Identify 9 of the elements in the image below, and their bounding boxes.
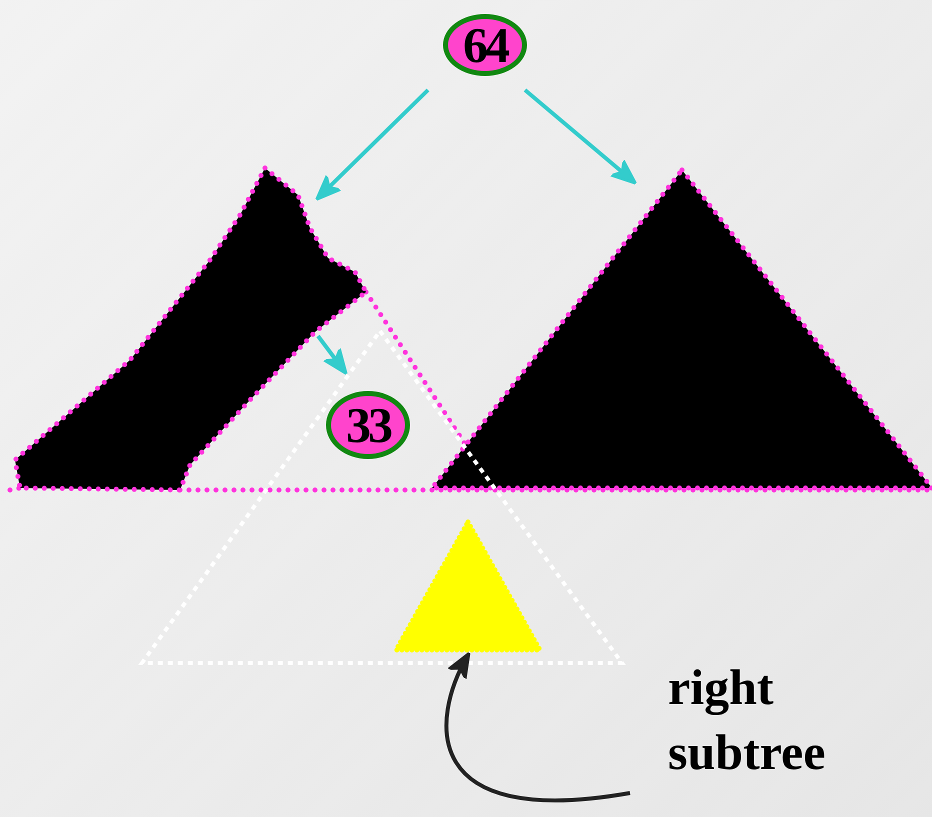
subtree-outline-triangle (140, 328, 624, 666)
tree-node-oval: 64 (443, 14, 527, 76)
arrow (444, 652, 630, 802)
right-subtree-triangle (430, 168, 932, 490)
right-subtree-triangle (393, 520, 543, 653)
annotation-text: right subtree (668, 655, 908, 795)
arrow (316, 334, 348, 376)
arrow (315, 88, 430, 201)
arrow (524, 88, 638, 185)
